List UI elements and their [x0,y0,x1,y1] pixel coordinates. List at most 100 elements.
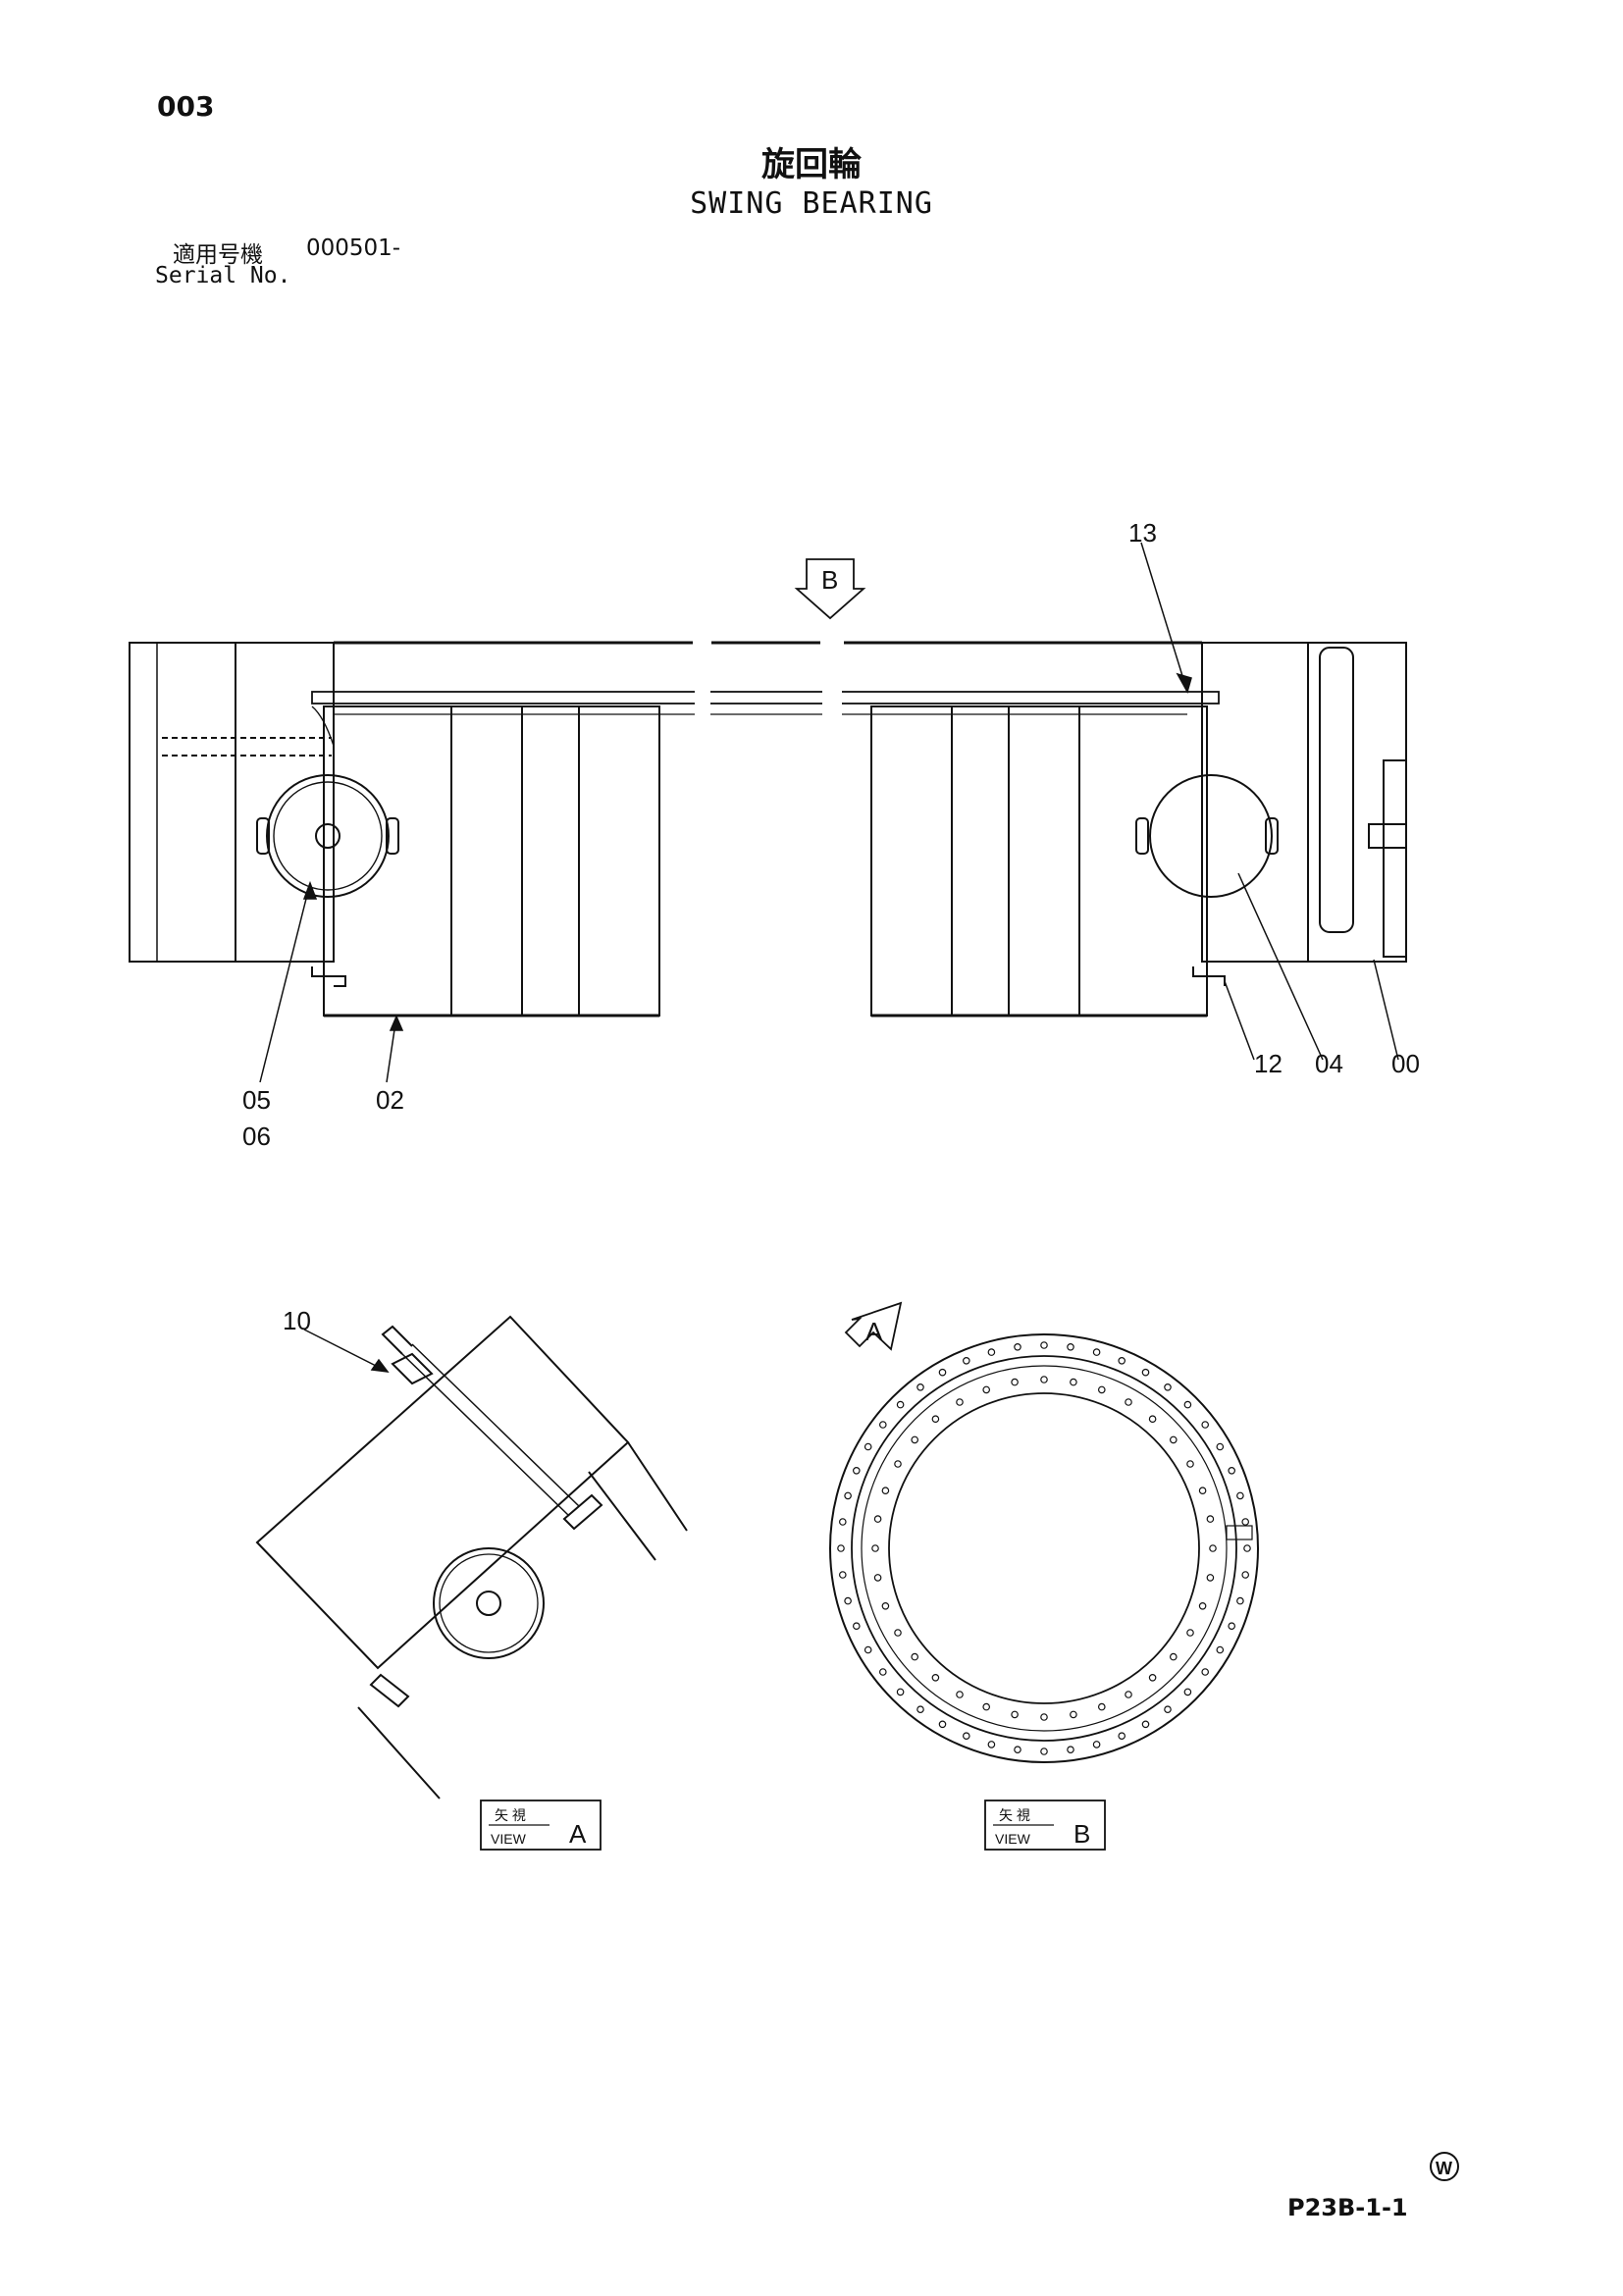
bolt-hole [1228,1622,1236,1631]
bolt-hole [1148,1415,1157,1424]
callout-04: 04 [1315,1049,1343,1078]
bolt-hole [1067,1343,1074,1351]
bolt-hole [1148,1674,1157,1682]
bolt-hole [1198,1487,1207,1495]
bolt-hole [938,1368,947,1377]
bolt-hole [982,1702,991,1711]
view-a-label-en: VIEW [491,1831,527,1847]
view-a-drawing [255,1315,688,1800]
view-a-arrow-label: A [865,1317,883,1346]
bolt-hole [1216,1442,1225,1451]
callout-13: 13 [1128,518,1157,548]
bolt-hole [911,1652,919,1661]
bolt-hole [931,1674,940,1682]
bolt-hole [1098,1385,1106,1394]
bolt-hole [1118,1357,1126,1365]
bolt-hole [987,1741,996,1748]
bolt-hole [956,1691,964,1698]
bolt-hole [1118,1732,1126,1741]
bolt-hole [837,1544,845,1552]
bolt-hole [864,1442,872,1451]
bolt-hole [1241,1571,1250,1579]
bolt-hole [987,1348,996,1356]
bolt-hole [1092,1348,1101,1356]
bolt-hole [1040,1713,1048,1721]
serial-number-value: 000501- [306,235,401,261]
bolt-hole [844,1596,852,1605]
view-a-arrow-icon [844,1301,903,1351]
bolt-hole [894,1460,902,1468]
bolt-hole [1209,1544,1217,1552]
bolt-hole [1164,1705,1172,1714]
bolt-hole [878,1421,887,1429]
bolt-hole [881,1602,890,1610]
serial-label-japanese: 適用号機 [173,242,263,268]
callout-12: 12 [1254,1049,1283,1078]
bolt-hole [916,1705,924,1714]
bolt-hole [931,1415,940,1424]
bolt-hole [896,1688,905,1696]
bolt-hole [1067,1746,1074,1754]
w-circle-icon [1430,2152,1459,2181]
bolt-hole [1183,1688,1192,1696]
bolt-hole [838,1571,847,1579]
view-b-label-en: VIEW [995,1831,1031,1847]
view-a-box [480,1800,602,1851]
bolt-hole [982,1385,991,1394]
bolt-hole [938,1720,947,1729]
bolt-hole [864,1645,872,1654]
bolt-hole [1011,1710,1019,1719]
bolt-hole [896,1400,905,1409]
bolt-hole [1040,1376,1048,1383]
bolt-hole [1092,1741,1101,1748]
bolt-hole [1040,1341,1048,1349]
bolt-hole [916,1383,924,1391]
serial-label-english: Serial No. [155,263,291,288]
callout-05: 05 [242,1085,271,1115]
bolt-hole [911,1435,919,1444]
bolt-hole [852,1467,861,1475]
callout-02: 02 [376,1085,404,1115]
view-b-arrow-label: B [821,565,838,595]
bolt-hole [894,1629,902,1637]
page-number: 003 [157,90,215,123]
bolt-hole [1241,1518,1250,1526]
bolt-hole [1141,1720,1150,1729]
bolt-hole [1141,1368,1150,1377]
bolt-hole [873,1574,882,1582]
callout-00: 00 [1391,1049,1420,1078]
bolt-hole [1228,1467,1236,1475]
callout-10-leader [303,1329,390,1373]
title-english: SWING BEARING [690,186,933,221]
view-b-arrow-icon [794,558,866,620]
document-code: P23B-1-1 [1287,2194,1408,2221]
title-japanese: 旋回輪 [761,145,862,184]
section-callouts [259,542,1399,1083]
bolt-hole [852,1622,861,1631]
bolt-hole [956,1398,964,1406]
bolt-hole [838,1518,847,1526]
bolt-hole [873,1515,882,1523]
bolt-hole [1070,1710,1077,1719]
bolt-hole [1243,1544,1251,1552]
bolt-hole [1170,1435,1178,1444]
w-circle-letter: W [1436,2159,1452,2178]
callout-06: 06 [242,1122,271,1151]
view-b-ring-holes [837,1341,1251,1755]
bolt-hole [1014,1746,1021,1754]
bolt-hole [1201,1668,1210,1676]
bolt-hole [1125,1691,1132,1698]
bolt-hole [1186,1460,1194,1468]
bolt-hole [1236,1596,1244,1605]
view-b-label-jp: 矢 視 [999,1807,1030,1823]
bolt-hole [962,1732,970,1741]
bolt-hole [1164,1383,1172,1391]
bolt-hole [1198,1602,1207,1610]
bolt-hole [1186,1629,1194,1637]
bolt-hole [871,1544,879,1552]
view-a-label-jp: 矢 視 [495,1807,526,1823]
bolt-hole [1011,1378,1019,1386]
bolt-hole [1216,1645,1225,1654]
bolt-hole [1125,1398,1132,1406]
